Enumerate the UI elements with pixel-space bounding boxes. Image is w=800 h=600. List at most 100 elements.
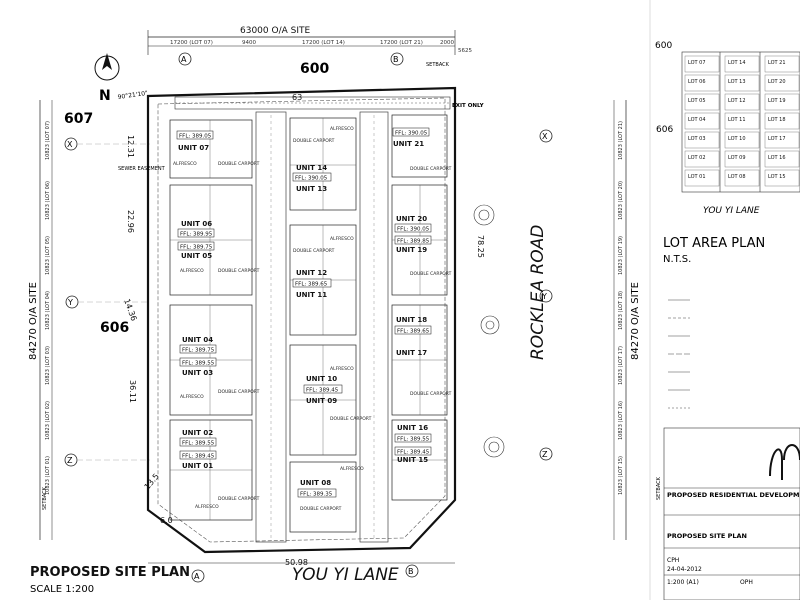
inset-lot-label: LOT 12 <box>728 98 746 104</box>
inset-lot-box <box>764 131 800 149</box>
inset-lot-box <box>724 93 760 111</box>
inset-lot-label: LOT 04 <box>688 117 706 123</box>
sheet-prefix: OPH <box>740 579 753 586</box>
ffl-unit-01: FFL: 389.45 <box>182 454 215 460</box>
top-dimension-label: 63000 O/A SITE <box>240 26 310 36</box>
inset-lot-box <box>764 93 800 111</box>
left-subdim-7: 10823 (LOT 01) <box>45 456 51 495</box>
grid-marks-side: X Y Z X Y Z <box>64 129 553 467</box>
inset-lot-box <box>724 55 760 73</box>
grid-mark-a-top-label: A <box>181 55 187 64</box>
alfresco-label-4: ALFRESCO <box>195 504 219 510</box>
boundary-length-1: 12.31 <box>126 135 135 158</box>
right-overall-dimension: 84270 O/A SITE <box>630 282 641 360</box>
ffl-unit-06: FFL: 389.95 <box>180 232 213 238</box>
carport-label-1: DOUBLE CARPORT <box>218 161 260 167</box>
carport-label-4: DOUBLE CARPORT <box>218 496 260 502</box>
inset-lot-box <box>764 150 800 168</box>
unit-12-label: UNIT 12 <box>296 269 327 277</box>
unit-19-label: UNIT 19 <box>396 246 427 254</box>
inset-lot-box <box>684 93 720 111</box>
inset-lot-box <box>684 169 720 187</box>
project-title: PROPOSED RESIDENTIAL DEVELOPMENT <box>667 491 800 499</box>
right-subdim-6: 10823 (LOT 16) <box>618 401 624 440</box>
left-subdim-4: 10823 (LOT 04) <box>45 291 51 330</box>
grid-mark-z-left: Z <box>67 456 73 465</box>
carport-label-3: DOUBLE CARPORT <box>218 389 260 395</box>
alfresco-label-2: ALFRESCO <box>180 268 204 274</box>
neighbor-lot-600: 600 <box>300 61 329 77</box>
ffl-unit-05: FFL: 389.75 <box>180 245 213 251</box>
grid-mark-x-left: X <box>67 140 73 149</box>
inset-lot-label: LOT 07 <box>688 60 706 66</box>
carport-label-10: DOUBLE CARPORT <box>410 271 452 277</box>
boundary-length-5: 50.98 <box>285 558 308 567</box>
grid-mark-z-right: Z <box>542 450 548 459</box>
grid-mark-b-top-label: B <box>393 55 399 64</box>
unit-02-label: UNIT 02 <box>182 429 213 437</box>
carport-label-5: DOUBLE CARPORT <box>293 138 335 144</box>
site-boundary <box>146 86 457 554</box>
units-middle-column: UNIT 14 FFL: 390.05 UNIT 13 UNIT 12 FFL:… <box>292 164 343 498</box>
sewer-easement-label: SEWER EASEMENT <box>118 166 166 172</box>
tree-icons <box>473 204 505 458</box>
inset-lot-label: LOT 16 <box>768 155 786 161</box>
boundary-length-2: 22.96 <box>126 210 135 233</box>
grid-mark-y-left: Y <box>67 298 73 307</box>
grid-mark-a-top <box>178 52 192 66</box>
bearing-label: 90°21'10" <box>117 90 148 101</box>
top-subdim-2: 9400 <box>242 40 256 46</box>
inset-lot-label: LOT 10 <box>728 136 746 142</box>
nts-label: N.T.S. <box>663 254 691 265</box>
unit-07-label: UNIT 07 <box>178 144 209 152</box>
top-subdim-4: 17200 (LOT 21) <box>380 40 423 46</box>
inset-lot-label: LOT 19 <box>768 98 786 104</box>
ffl-unit-19: FFL: 389.85 <box>397 239 430 245</box>
unit-11-label: UNIT 11 <box>296 291 327 299</box>
unit-01-label: UNIT 01 <box>182 462 213 470</box>
rocklea-road-label: ROCKLEA ROAD <box>528 225 548 360</box>
unit-16-label: UNIT 16 <box>397 424 428 432</box>
inset-lot-label: LOT 03 <box>688 136 706 142</box>
boundary-length-6: 78.25 <box>476 235 485 258</box>
inset-lot-label: LOT 17 <box>768 136 786 142</box>
right-subdim-5: 10823 (LOT 17) <box>618 346 624 385</box>
top-subdim-3: 17200 (LOT 14) <box>302 40 345 46</box>
grid-mark-b-bottom: B <box>408 567 414 576</box>
right-subdim-7: 10823 (LOT 15) <box>618 456 624 495</box>
unit-17-label: UNIT 17 <box>396 349 427 357</box>
unit-21-label: UNIT 21 <box>393 140 424 148</box>
top-subdim-1: 17200 (LOT 07) <box>170 40 213 46</box>
unit-05-label: UNIT 05 <box>181 252 212 260</box>
boundary-length-8: 6.0 <box>160 516 173 525</box>
top-subdim-6: 5625 <box>458 48 472 54</box>
carport-label-2: DOUBLE CARPORT <box>218 268 260 274</box>
inset-lot-label: LOT 11 <box>728 117 746 123</box>
inset-lot-box <box>724 169 760 187</box>
inset-lot-label: LOT 14 <box>728 60 746 66</box>
unit-03-label: UNIT 03 <box>182 369 213 377</box>
inset-lot-label: LOT 02 <box>688 155 706 161</box>
inset-lot-label: LOT 09 <box>728 155 746 161</box>
inset-lot-label: LOT 21 <box>768 60 786 66</box>
unit-04-label: UNIT 04 <box>182 336 213 344</box>
inset-lot-box <box>684 55 720 73</box>
ffl-unit-16: FFL: 389.55 <box>397 437 430 443</box>
right-subdim-1: 10823 (LOT 21) <box>618 121 624 160</box>
exit-only-label: EXIT ONLY <box>452 103 485 109</box>
inset-lot-box <box>684 74 720 92</box>
boundary-length-3: 14.36 <box>122 298 138 323</box>
inset-lot-box <box>724 150 760 168</box>
initials-label: CPH <box>667 557 679 564</box>
plan-title: PROPOSED SITE PLAN <box>30 565 190 580</box>
inset-lot-box <box>764 55 800 73</box>
carport-label-8: DOUBLE CARPORT <box>300 506 342 512</box>
right-subdim-3: 10823 (LOT 19) <box>618 236 624 275</box>
grid-mark-y-right: Y <box>541 292 547 301</box>
left-subdim-3: 10823 (LOT 05) <box>45 236 51 275</box>
unit-06-label: UNIT 06 <box>181 220 212 228</box>
alfresco-label-7: ALFRESCO <box>330 366 354 372</box>
ffl-unit-07: FFL: 389.05 <box>179 134 212 140</box>
ffl-unit-04: FFL: 389.75 <box>182 348 215 354</box>
left-subdim-1: 10823 (LOT 07) <box>45 121 51 160</box>
